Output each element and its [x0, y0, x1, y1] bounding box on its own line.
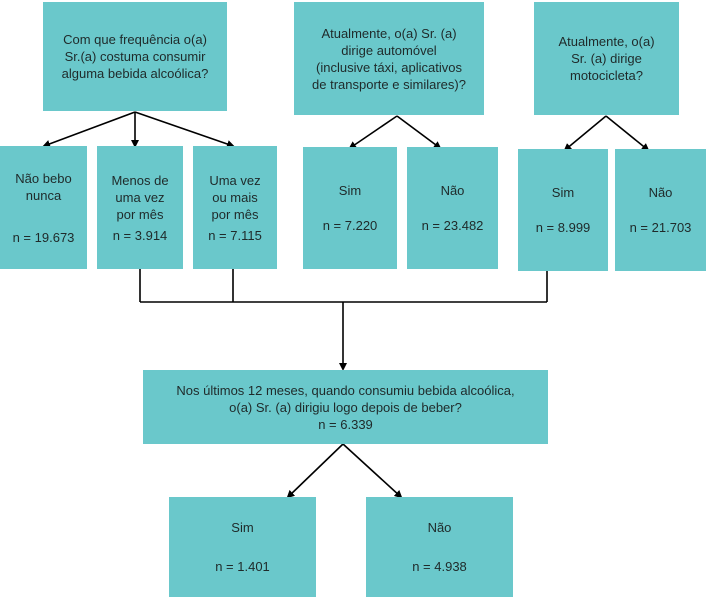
arrow-final-yes [286, 443, 344, 499]
answer-label: Sim [231, 520, 254, 535]
answer-car-yes: Sim n = 7.220 [303, 147, 397, 269]
answer-moto-yes: Sim n = 8.999 [518, 149, 608, 271]
answer-count: n = 7.115 [208, 227, 262, 243]
question-drives-motorcycle-text: Atualmente, o(a) Sr. (a) dirige motocicl… [558, 34, 655, 83]
answer-label: Menos de uma vez por mês [111, 172, 169, 222]
answer-label: Não [427, 520, 452, 535]
arrow-q3-yes [563, 115, 607, 152]
answer-count: n = 19.673 [12, 229, 75, 245]
arrow-q2-yes [348, 115, 398, 150]
answer-label: Sim [338, 183, 362, 198]
question-drives-car-text: Atualmente, o(a) Sr. (a) dirige automóve… [312, 25, 466, 92]
answer-alcohol-never: Não bebo nunca n = 19.673 [0, 146, 87, 269]
question-alcohol-frequency: Com que frequência o(a) Sr.(a) costuma c… [43, 2, 227, 111]
answer-final-yes: Sim n = 1.401 [169, 497, 316, 597]
answer-count: n = 8.999 [535, 220, 591, 235]
answer-count: n = 3.914 [112, 227, 168, 243]
question-drank-and-drove-text: Nos últimos 12 meses, quando consumiu be… [176, 382, 515, 415]
answer-label: Não bebo nunca [15, 170, 72, 203]
arrow-q1-opt3 [134, 111, 235, 148]
answer-label: Não [440, 183, 465, 198]
answer-moto-no: Não n = 21.703 [615, 149, 706, 271]
answer-alcohol-monthly-or-more: Uma vez ou mais por mês n = 7.115 [193, 146, 277, 269]
arrow-final-no [342, 443, 403, 499]
question-drives-motorcycle: Atualmente, o(a) Sr. (a) dirige motocicl… [534, 2, 679, 115]
arrow-q3-no [605, 115, 650, 152]
arrow-q2-no [396, 115, 442, 150]
answer-count: n = 1.401 [215, 559, 270, 574]
answer-label: Sim [551, 185, 575, 200]
question-drives-car: Atualmente, o(a) Sr. (a) dirige automóve… [294, 2, 484, 115]
question-drank-and-drove: Nos últimos 12 meses, quando consumiu be… [143, 370, 548, 444]
answer-count: n = 23.482 [421, 218, 484, 233]
question-drank-and-drove-count: n = 6.339 [318, 416, 373, 432]
answer-alcohol-less-than-monthly: Menos de uma vez por mês n = 3.914 [97, 146, 183, 269]
answer-label: Não [648, 185, 673, 200]
answer-label: Uma vez ou mais por mês [209, 172, 261, 222]
arrow-q1-opt1 [42, 111, 136, 148]
answer-final-no: Não n = 4.938 [366, 497, 513, 597]
answer-count: n = 21.703 [629, 220, 692, 235]
answer-car-no: Não n = 23.482 [407, 147, 498, 269]
answer-count: n = 4.938 [412, 559, 467, 574]
question-alcohol-frequency-text: Com que frequência o(a) Sr.(a) costuma c… [61, 32, 209, 81]
answer-count: n = 7.220 [322, 218, 378, 233]
